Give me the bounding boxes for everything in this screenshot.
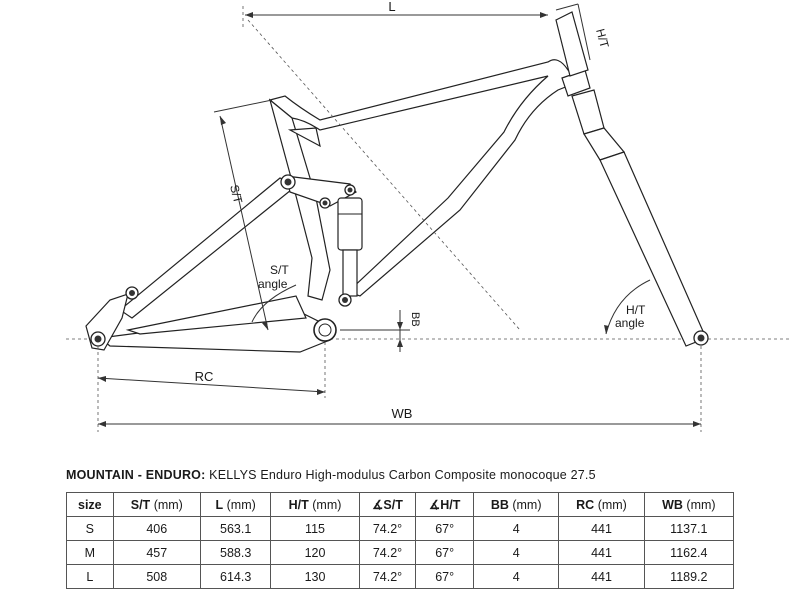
table-header-cell: ∡S/T <box>358 492 417 517</box>
table-cell: 74.2° <box>358 540 417 565</box>
table-cell: 441 <box>558 564 645 589</box>
table-cell: 1137.1 <box>643 516 735 541</box>
bike-geometry-diagram: L H/T S/T S/T angle H/T angle BB <box>66 0 790 432</box>
size-cell: L <box>66 564 114 589</box>
header-label: WB <box>662 497 683 512</box>
header-label: BB <box>490 497 509 512</box>
table-cell: 67° <box>415 540 474 565</box>
table-cell: 441 <box>558 540 645 565</box>
header-label: H/T <box>288 497 309 512</box>
table-cell: 614.3 <box>199 564 272 589</box>
dimension-HT-angle: H/T angle <box>604 279 651 335</box>
table-cell: 67° <box>415 516 474 541</box>
table-caption: MOUNTAIN - ENDURO: KELLYS Enduro High-mo… <box>66 468 766 482</box>
bike-frame <box>85 59 579 353</box>
table-header-cell: WB (mm) <box>643 492 735 517</box>
table-cell: 67° <box>415 564 474 589</box>
table-header-cell: size <box>66 492 114 517</box>
label-RC: RC <box>195 369 214 384</box>
header-label: L <box>215 497 224 512</box>
table-cell: 1189.2 <box>643 564 735 589</box>
table-cell: 457 <box>112 540 201 565</box>
caption-description: KELLYS Enduro High-modulus Carbon Compos… <box>209 468 596 482</box>
table-header-cell: ∡H/T <box>415 492 474 517</box>
header-unit: (mm) <box>597 497 627 512</box>
table-cell: 508 <box>112 564 201 589</box>
suspension-fork <box>555 11 707 347</box>
dimension-ST-angle: S/T angle <box>251 263 297 323</box>
table-cell: 588.3 <box>199 540 272 565</box>
label-L: L <box>388 0 395 14</box>
table-cell: 441 <box>558 516 645 541</box>
rear-shock <box>337 197 363 297</box>
table-header-cell: BB (mm) <box>472 492 560 517</box>
table-cell: 1162.4 <box>643 540 735 565</box>
label-ST-angle-2: angle <box>258 277 288 291</box>
table-cell: 74.2° <box>358 564 417 589</box>
table-header-cell: L (mm) <box>199 492 272 517</box>
table-cell: 120 <box>270 540 360 565</box>
label-HT-angle-2: angle <box>615 316 645 330</box>
label-WB: WB <box>392 406 413 421</box>
table-cell: 115 <box>270 516 360 541</box>
label-ST-angle-1: S/T <box>270 263 289 277</box>
label-HT: H/T <box>593 27 612 50</box>
table-cell: 563.1 <box>199 516 272 541</box>
header-label: size <box>78 497 102 512</box>
header-label: ∡S/T <box>372 498 403 512</box>
header-unit: (mm) <box>312 497 342 512</box>
size-cell: M <box>66 540 114 565</box>
table-cell: 4 <box>472 540 560 565</box>
dimension-BB: BB <box>340 310 421 352</box>
header-unit: (mm) <box>512 497 542 512</box>
caption-category: MOUNTAIN - ENDURO: <box>66 468 206 482</box>
header-label: RC <box>576 497 595 512</box>
header-unit: (mm) <box>153 497 183 512</box>
dimension-WB: WB <box>98 346 702 432</box>
table-cell: 406 <box>112 516 201 541</box>
dimension-HT: H/T <box>555 3 612 61</box>
table-cell: 74.2° <box>358 516 417 541</box>
header-label: S/T <box>130 497 151 512</box>
header-unit: (mm) <box>226 497 256 512</box>
table-cell: 4 <box>472 516 560 541</box>
dimension-RC: RC <box>97 342 326 432</box>
size-cell: S <box>66 516 114 541</box>
table-header-cell: H/T (mm) <box>270 492 360 517</box>
dimension-ST: S/T <box>213 99 273 331</box>
label-BB: BB <box>409 312 421 327</box>
label-ST: S/T <box>227 183 245 205</box>
table-cell: 130 <box>270 564 360 589</box>
table-header-cell: RC (mm) <box>558 492 645 517</box>
header-unit: (mm) <box>686 497 716 512</box>
label-HT-angle-1: H/T <box>626 303 646 317</box>
pivot-points <box>90 174 709 347</box>
header-label: ∡H/T <box>429 498 461 512</box>
dimension-L: L <box>242 0 548 331</box>
table-header-cell: S/T (mm) <box>112 492 201 517</box>
table-cell: 4 <box>472 564 560 589</box>
